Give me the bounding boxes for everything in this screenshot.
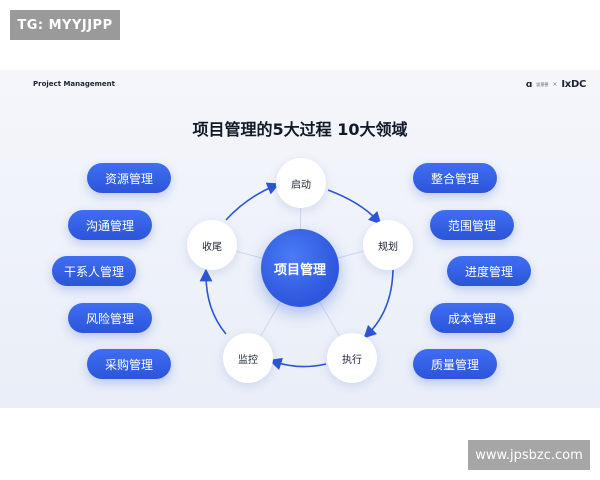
domain-communication: 沟通管理: [68, 210, 152, 240]
brand-logo-text: 凯莱德: [536, 82, 549, 87]
brand-logos: ɑ 凯莱德 × IxDC: [526, 79, 586, 90]
domain-stakeholder: 干系人管理: [52, 256, 136, 286]
process-diagram: 项目管理 启动 规划 执行 监控 收尾 资源管理 沟通管理 干系人管理 风险管理…: [0, 70, 600, 408]
domain-schedule: 进度管理: [447, 256, 531, 286]
ixdc-logo: IxDC: [561, 79, 586, 90]
cycle-arrow: [363, 269, 394, 339]
process-node-plan: 规划: [363, 220, 413, 270]
diagram-slide: Project Management ɑ 凯莱德 × IxDC 项目管理的5大过…: [0, 70, 600, 408]
cycle-arrow: [327, 189, 382, 225]
watermark-url: www.jpsbzc.com: [468, 440, 590, 470]
domain-scope: 范围管理: [430, 210, 514, 240]
diagram-title: 项目管理的5大过程 10大领域: [192, 120, 408, 139]
cycle-arrow: [225, 182, 280, 221]
slide-header: Project Management: [33, 80, 115, 88]
domain-resource: 资源管理: [87, 163, 171, 193]
cycle-arrow: [199, 268, 227, 335]
process-node-monitor: 监控: [223, 333, 273, 383]
domain-procurement: 采购管理: [87, 349, 171, 379]
domain-cost: 成本管理: [430, 303, 514, 333]
process-node-execute: 执行: [327, 333, 377, 383]
domain-integration: 整合管理: [413, 163, 497, 193]
brand-logo-icon: ɑ: [525, 79, 533, 90]
brand-separator: ×: [552, 81, 558, 88]
domain-quality: 质量管理: [413, 349, 497, 379]
hub-node: 项目管理: [261, 229, 339, 307]
cycle-arrow: [268, 357, 327, 371]
tg-badge: TG: MYYJJPP: [10, 10, 120, 40]
process-node-initiate: 启动: [276, 158, 326, 208]
process-node-close: 收尾: [187, 220, 237, 270]
domain-risk: 风险管理: [68, 303, 152, 333]
